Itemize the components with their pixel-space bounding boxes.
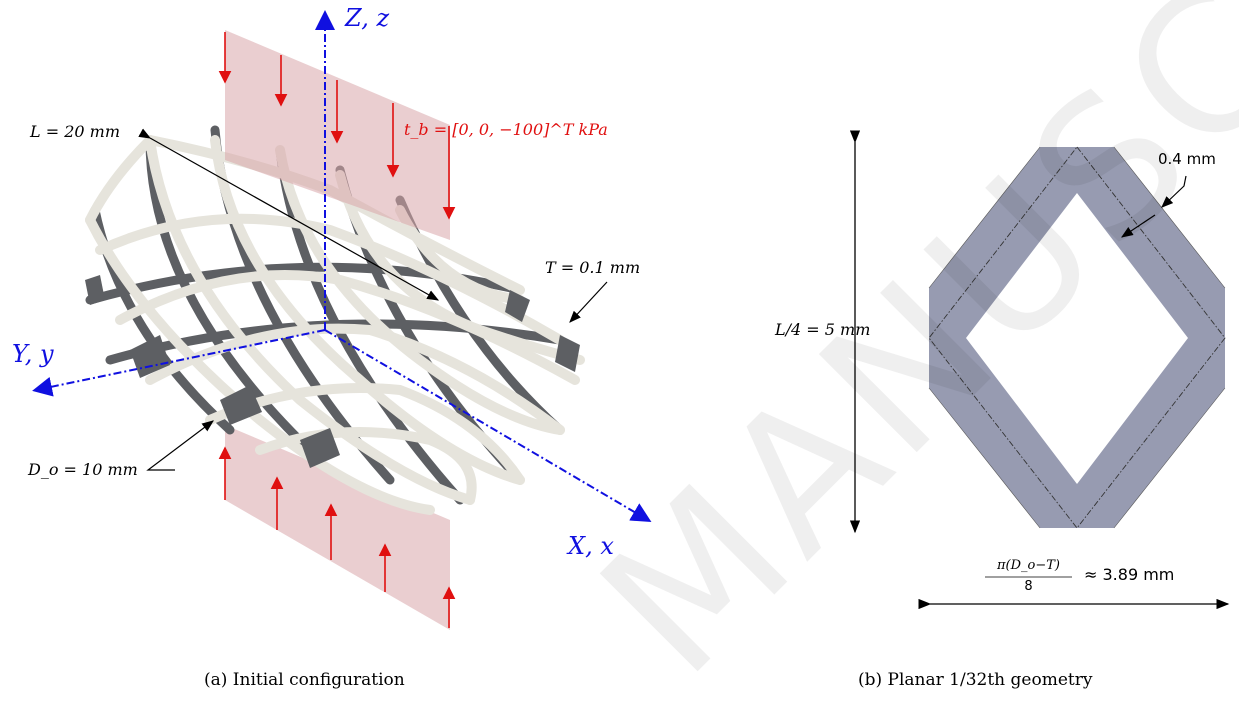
thickness-label: T = 0.1 mm [545, 258, 641, 277]
strut-width-inner-arrow [1121, 214, 1156, 238]
z-axis-label: Z, z [345, 4, 390, 32]
length-dimension-arrow [138, 128, 440, 301]
thickness-leader [569, 281, 608, 323]
strut-width-leader [1161, 175, 1187, 208]
width-formula-denominator: 8 [1024, 579, 1033, 594]
caption-b: (b) Planar 1/32th geometry [858, 670, 1093, 690]
figure-canvas [32, 10, 1230, 630]
caption-a: (a) Initial configuration [204, 670, 405, 690]
load-arrows-bottom [218, 446, 456, 628]
centre-line [928, 146, 1226, 529]
panel-a [32, 10, 652, 630]
x-axis [324, 329, 652, 523]
panel-b [849, 130, 1230, 610]
lower-load-plane [225, 425, 450, 630]
x-axis-label: X, x [568, 532, 614, 560]
width-value-label: ≈ 3.89 mm [1084, 565, 1175, 584]
width-formula-numerator: π(D_o−T) [996, 558, 1060, 573]
diameter-label: D_o = 10 mm [28, 460, 138, 479]
y-axis-label: Y, y [12, 340, 54, 368]
y-axis [32, 329, 326, 397]
diameter-leader [146, 420, 214, 471]
length-label: L = 20 mm [30, 122, 120, 141]
load-label: t_b = [0, 0, −100]^T kPa [404, 120, 608, 139]
inner-edge-line [928, 146, 1226, 529]
stent-shading [85, 275, 580, 468]
unit-cell-diamond [929, 147, 1225, 528]
strut-width-label: 0.4 mm [1158, 150, 1216, 168]
height-label: L/4 = 5 mm [775, 320, 871, 339]
